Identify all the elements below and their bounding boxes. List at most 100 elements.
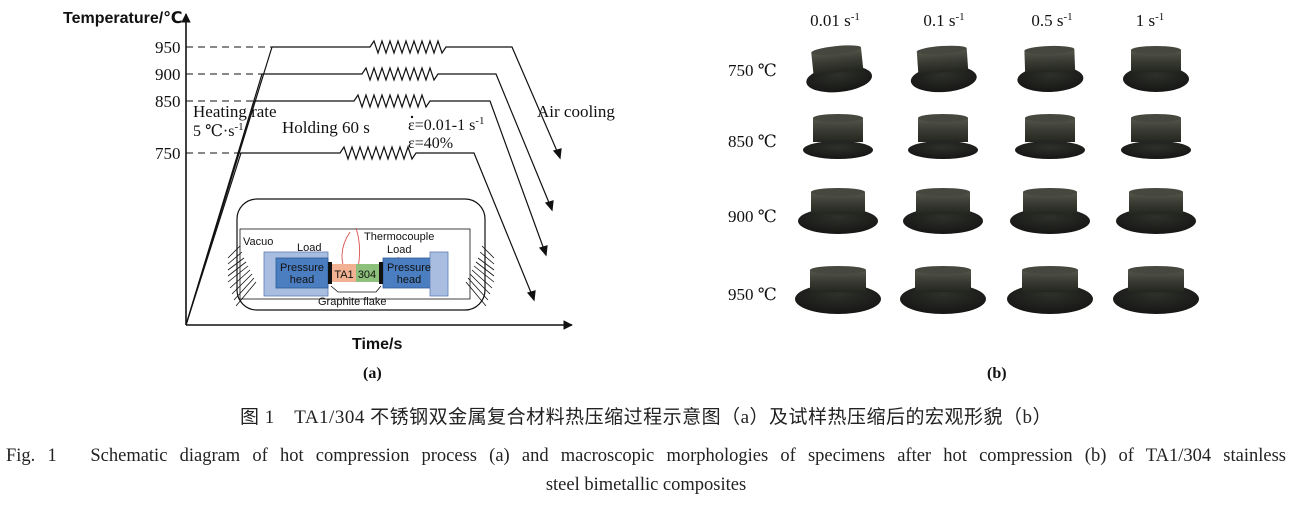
specimen-photo: [903, 188, 983, 234]
specimen-face: [1131, 114, 1181, 122]
specimen-face: [1128, 266, 1184, 274]
specimen-base: [1121, 141, 1191, 159]
row-label-950: 950 ℃: [728, 285, 777, 304]
heating-rate-line1: Heating rate: [193, 102, 277, 121]
specimen-base: [1015, 141, 1085, 159]
coil-left: [227, 245, 257, 307]
row-label-900: 900 ℃: [728, 207, 777, 226]
specimen-face: [810, 266, 866, 274]
specimen-face: [1024, 45, 1075, 55]
specimen-face: [916, 188, 970, 196]
specimen-photo: [1007, 266, 1093, 314]
heating-rate-exponent: -1: [234, 121, 243, 133]
specimen-top: [916, 48, 969, 74]
specimen-face: [811, 188, 865, 196]
pressure-head-left-line2: head: [290, 274, 314, 286]
pressure-head-right-line1: Pressure: [387, 262, 431, 274]
load-label-left: Load: [297, 242, 321, 254]
specimen-photo: [1017, 45, 1084, 93]
specimen-top: [1023, 192, 1077, 214]
pressure-head-left-line1: Pressure: [280, 262, 324, 274]
specimen-top: [1024, 49, 1076, 73]
load-label-right: Load: [387, 244, 411, 256]
specimen-face: [1129, 188, 1183, 196]
strain-rate-header-4: 1 s-1: [1136, 11, 1165, 30]
specimen-photo: [1113, 266, 1199, 314]
pressure-head-left: [275, 257, 329, 289]
caption-chinese: 图 1 TA1/304 不锈钢双金属复合材料热压缩过程示意图（a）及试样热压缩后…: [239, 407, 1053, 428]
specimen-face: [1131, 46, 1181, 54]
specimen-photo: [795, 266, 881, 314]
specimen-top: [811, 192, 865, 214]
graphite-label: Graphite flake: [318, 296, 386, 308]
specimen-top: [1128, 270, 1184, 292]
specimen-photo: [908, 114, 978, 159]
specimen-top: [1131, 50, 1181, 72]
graphite-flake-right: [379, 262, 383, 284]
specimen-face: [1022, 266, 1078, 274]
specimen-face: [1025, 114, 1075, 122]
coil-right: [465, 245, 495, 307]
specimen-top: [915, 270, 971, 292]
strain-rate-label: ε=0.01-1 s-1: [408, 115, 484, 134]
specimen-photo: [803, 114, 873, 159]
specimen-photo: [798, 188, 878, 234]
specimen-photo: [1015, 114, 1085, 159]
y-axis-label: Temperature/℃: [63, 10, 183, 27]
temp-label-900: 900: [155, 65, 181, 84]
specimen-face: [811, 45, 861, 55]
strain-rate-exponent: -1: [475, 115, 484, 127]
specimen-base: [803, 141, 873, 159]
specimen-base: [1116, 208, 1196, 234]
specimen-face: [918, 114, 968, 122]
heating-ramps: [185, 46, 273, 326]
temperature-dashed-lines: [186, 46, 272, 154]
specimen-base: [908, 141, 978, 159]
specimen-photo: [1010, 188, 1090, 234]
x-axis-label: Time/s: [352, 336, 403, 353]
heating-rate-line2: 5 ℃·s-1: [193, 121, 244, 140]
panel-a-schematic: Temperature/℃ Time/s (a) 950 900 850 750: [63, 10, 615, 382]
sample-ta1-label: TA1: [334, 269, 353, 281]
sample-304: [356, 264, 379, 282]
cooling-arrowheads: [526, 148, 562, 302]
specimen-base: [798, 208, 878, 234]
chamber-inset: Vacuo Thermocouple Load Load Pressure he…: [227, 198, 495, 311]
specimen-face: [915, 266, 971, 274]
specimen-base: [1010, 208, 1090, 234]
specimen-photo: [1116, 188, 1196, 234]
specimen-face: [916, 45, 967, 55]
strain-rate-header-2: 0.1 s-1: [923, 11, 964, 30]
caption-english-line2: steel bimetallic composites: [545, 475, 747, 495]
row-label-750: 750 ℃: [728, 61, 777, 80]
strain-rate-header-3: 0.5 s-1: [1031, 11, 1072, 30]
panel-b-specimens: 0.01 s-1 0.1 s-1 0.5 s-1 1 s-1 750 ℃ 850…: [728, 11, 1199, 382]
specimen-photo: [806, 45, 872, 93]
temp-label-750: 750: [155, 144, 181, 163]
specimen-top: [916, 192, 970, 214]
heating-rate-value: 5 ℃·s: [193, 123, 234, 140]
strain-rate-value: ε=0.01-1 s: [408, 117, 475, 134]
air-cooling-label: Air cooling: [537, 102, 615, 121]
row-label-850: 850 ℃: [728, 132, 777, 151]
panel-b-label: (b): [987, 365, 1007, 382]
specimen-top: [1022, 270, 1078, 292]
strain-rate-header-1: 0.01 s-1: [810, 11, 860, 30]
graphite-flake-left: [328, 262, 332, 284]
process-paths: [241, 39, 561, 301]
sample-ta1: [332, 264, 356, 282]
temp-label-850: 850: [155, 92, 181, 111]
specimen-base: [903, 208, 983, 234]
specimen-face: [813, 114, 863, 122]
chamber-window: [239, 228, 471, 300]
vacuo-label: Vacuo: [243, 236, 273, 248]
thermocouple-label: Thermocouple: [364, 231, 434, 243]
pressure-head-right-outer: [429, 251, 449, 297]
specimen-photo: [1121, 114, 1191, 159]
specimen-top: [810, 270, 866, 292]
specimen-top: [1129, 192, 1183, 214]
specimen-photo: [1123, 46, 1189, 92]
caption-english-line1: Fig. 1 Schematic diagram of hot compress…: [6, 446, 1286, 466]
holding-label: Holding 60 s: [282, 118, 370, 137]
specimen-photo: [900, 266, 986, 314]
